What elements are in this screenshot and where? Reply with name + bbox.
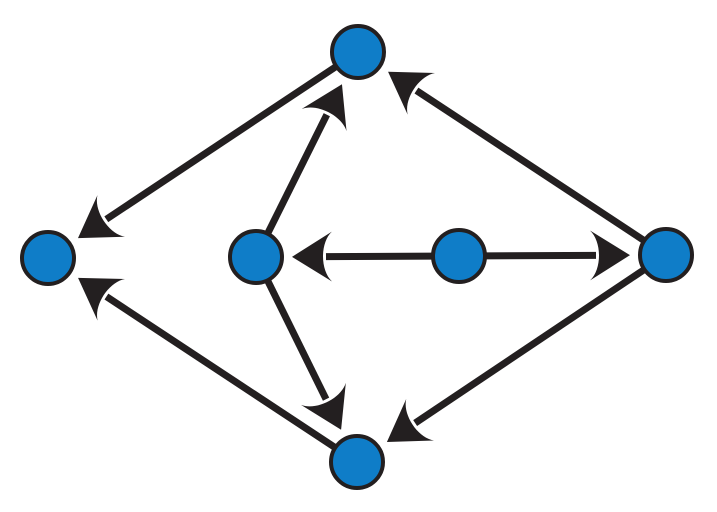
- edge-mid-left-to-top: [264, 84, 347, 236]
- edge-mid-right-to-mid-left: [291, 231, 434, 282]
- graph-node-top: [330, 24, 386, 80]
- edge-mid-left-to-bottom: [264, 278, 346, 430]
- graph-node-right: [638, 227, 694, 283]
- graph-node-bottom: [329, 434, 385, 490]
- graph-node-mid-right: [431, 228, 487, 284]
- graph-node-left: [20, 230, 76, 286]
- edge-top-to-left: [77, 63, 339, 239]
- edge-right-to-top: [388, 71, 647, 244]
- edges-layer: [77, 63, 647, 451]
- edge-mid-right-to-right: [484, 230, 631, 281]
- nodes-layer: [20, 24, 694, 490]
- graph-node-mid-left: [228, 229, 284, 285]
- edge-bottom-to-left: [78, 277, 338, 451]
- edge-right-to-bottom: [386, 266, 647, 442]
